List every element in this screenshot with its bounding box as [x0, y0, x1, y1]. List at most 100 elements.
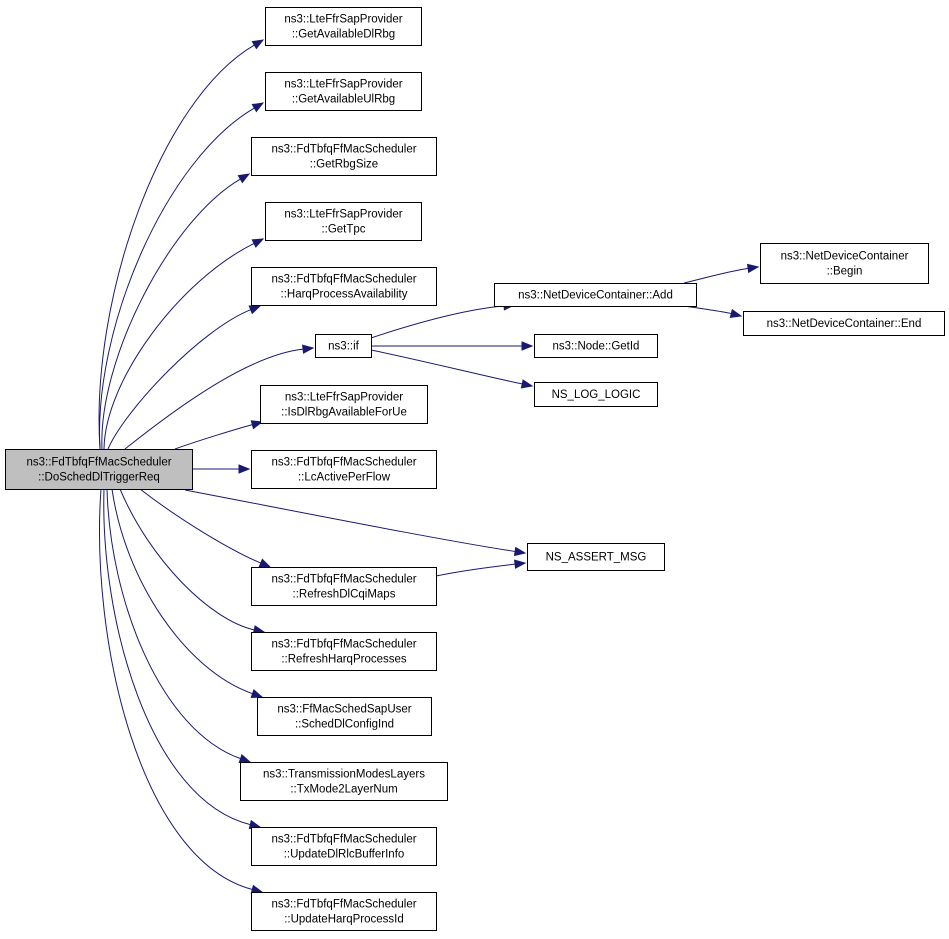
edge-root-to-get-rbg-size: [101, 173, 251, 450]
edge-line: [103, 242, 255, 450]
edge-root-to-sched-dl-config-ind: [111, 488, 264, 698]
node-get-available-ul-rbg[interactable]: ns3::LteFfrSapProvider::GetAvailableUlRb…: [265, 72, 422, 111]
node-is-dl-rbg-available[interactable]: ns3::LteFfrSapProvider::IsDlRbgAvailable…: [260, 385, 428, 424]
node-net-device-container-add[interactable]: ns3::NetDeviceContainer::Add: [494, 283, 697, 307]
arrowhead-icon: [521, 341, 534, 351]
node-label-line: ns3::FdTbfqFfMacScheduler: [271, 899, 416, 911]
node-label-line: ns3::FdTbfqFfMacScheduler: [271, 834, 416, 846]
node-label-line: ::SchedDlConfigInd: [295, 719, 394, 731]
node-net-device-container-begin[interactable]: ns3::NetDeviceContainer::Begin: [760, 243, 929, 284]
arrowhead-icon: [238, 754, 252, 763]
edge-root-to-tx-mode-2-layer-num: [106, 488, 252, 763]
node-label-line: ns3::NetDeviceContainer: [781, 251, 909, 263]
edge-line: [174, 424, 253, 450]
node-label-line: ::TxMode2LayerNum: [290, 784, 397, 796]
node-label-line: ns3::FdTbfqFfMacScheduler: [271, 457, 416, 469]
node-label-line: ::UpdateHarqProcessId: [284, 914, 404, 926]
edge-line: [370, 349, 523, 385]
node-node-get-id[interactable]: ns3::Node::GetId: [534, 334, 658, 358]
arrowhead-icon: [513, 546, 527, 557]
node-label-line: ns3::FdTbfqFfMacScheduler: [271, 639, 416, 651]
node-label-line: ns3::FfMacSchedSapUser: [277, 704, 411, 716]
edge-if-to-node-get-id: [371, 341, 534, 351]
node-sched-dl-config-ind[interactable]: ns3::FfMacSchedSapUser::SchedDlConfigInd: [257, 697, 432, 736]
node-label-line: NS_LOG_LOGIC: [552, 389, 641, 401]
node-label-line: ns3::FdTbfqFfMacScheduler: [271, 144, 416, 156]
node-label-line: ns3::FdTbfqFfMacScheduler: [271, 574, 416, 586]
node-refresh-dl-cqi-maps[interactable]: ns3::FdTbfqFfMacScheduler::RefreshDlCqiM…: [251, 567, 437, 606]
node-box: [5, 449, 193, 490]
node-box: [265, 202, 422, 241]
node-label-line: ns3::LteFfrSapProvider: [284, 209, 402, 221]
edge-line: [435, 563, 516, 577]
arrowhead-icon: [251, 102, 265, 113]
edge-line: [106, 488, 241, 760]
arrowhead-icon: [258, 558, 272, 568]
edge-root-to-get-tpc: [103, 238, 265, 450]
edge-line: [103, 488, 251, 826]
edge-root-to-ns-assert-msg: [184, 489, 527, 557]
node-harq-process-availability[interactable]: ns3::FdTbfqFfMacScheduler::HarqProcessAv…: [251, 267, 437, 306]
edge-line: [139, 488, 261, 564]
node-label-line: ns3::TransmissionModesLayers: [263, 769, 425, 781]
edge-if-to-ns-log-logic: [370, 349, 534, 389]
node-tx-mode-2-layer-num[interactable]: ns3::TransmissionModesLayers::TxMode2Lay…: [240, 762, 448, 801]
node-label-line: ::UpdateDlRlcBufferInfo: [284, 849, 405, 861]
node-box: [251, 827, 437, 866]
node-lc-active-per-flow[interactable]: ns3::FdTbfqFfMacScheduler::LcActivePerFl…: [251, 450, 437, 489]
node-root: ns3::FdTbfqFfMacScheduler::DoSchedDlTrig…: [5, 449, 193, 490]
edge-net-device-container-add-to-net-device-container-end: [683, 305, 743, 319]
node-box: [265, 7, 422, 46]
node-box: [251, 450, 437, 489]
node-get-available-dl-rbg[interactable]: ns3::LteFfrSapProvider::GetAvailableDlRb…: [265, 7, 422, 46]
node-box: [315, 334, 372, 358]
edge-line: [683, 267, 749, 284]
node-update-harq-process-id[interactable]: ns3::FdTbfqFfMacScheduler::UpdateHarqPro…: [251, 892, 437, 931]
edge-root-to-if: [124, 344, 315, 450]
edge-root-to-harq-process-availability: [107, 305, 262, 450]
edge-root-to-get-available-ul-rbg: [99, 102, 265, 450]
node-update-dl-rlc-buffer-info[interactable]: ns3::FdTbfqFfMacScheduler::UpdateDlRlcBu…: [251, 827, 437, 866]
node-box: [251, 567, 437, 606]
arrowhead-icon: [746, 263, 760, 274]
node-box: [251, 267, 437, 306]
edge-line: [107, 309, 251, 450]
edge-line: [101, 178, 241, 450]
node-get-tpc[interactable]: ns3::LteFfrSapProvider::GetTpc: [265, 202, 422, 241]
node-box: [743, 311, 945, 336]
edge-line: [111, 488, 253, 695]
arrowhead-icon: [251, 39, 265, 50]
node-net-device-container-end[interactable]: ns3::NetDeviceContainer::End: [743, 311, 945, 336]
node-refresh-harq-processes[interactable]: ns3::FdTbfqFfMacScheduler::RefreshHarqPr…: [251, 632, 437, 671]
edge-line: [124, 348, 304, 450]
node-label-line: ns3::FdTbfqFfMacScheduler: [271, 274, 416, 286]
edge-root-to-update-dl-rlc-buffer-info: [103, 488, 262, 830]
node-ns-log-logic[interactable]: NS_LOG_LOGIC: [534, 382, 658, 407]
arrowhead-icon: [250, 420, 264, 430]
arrowhead-icon: [520, 379, 534, 389]
node-box: [527, 543, 665, 571]
arrowhead-icon: [248, 305, 262, 315]
node-get-rbg-size[interactable]: ns3::FdTbfqFfMacScheduler::GetRbgSize: [251, 137, 437, 176]
edge-line: [184, 489, 516, 552]
node-if[interactable]: ns3::if: [315, 334, 372, 358]
node-label-line: ::RefreshDlCqiMaps: [293, 589, 396, 601]
node-label-line: ns3::LteFfrSapProvider: [284, 79, 402, 91]
edge-line: [98, 44, 255, 450]
edge-root-to-is-dl-rbg-available: [174, 420, 264, 450]
edge-root-to-refresh-harq-processes: [119, 488, 266, 635]
node-box: [265, 72, 422, 111]
arrowhead-icon: [238, 464, 251, 474]
node-label-line: NS_ASSERT_MSG: [546, 552, 647, 564]
node-label-line: ns3::LteFfrSapProvider: [285, 392, 403, 404]
node-label-line: ns3::NetDeviceContainer::End: [767, 318, 922, 330]
edge-root-to-get-available-dl-rbg: [98, 39, 265, 450]
node-label-line: ::GetRbgSize: [310, 159, 378, 171]
edge-root-to-lc-active-per-flow: [192, 464, 251, 474]
node-box: [260, 385, 428, 424]
node-label-line: ::DoSchedDlTriggerReq: [38, 472, 160, 484]
edge-refresh-dl-cqi-maps-to-ns-assert-msg: [435, 559, 527, 577]
edge-line: [99, 107, 255, 450]
nodes-layer: ns3::FdTbfqFfMacScheduler::DoSchedDlTrig…: [5, 7, 945, 931]
node-ns-assert-msg[interactable]: NS_ASSERT_MSG: [527, 543, 665, 571]
